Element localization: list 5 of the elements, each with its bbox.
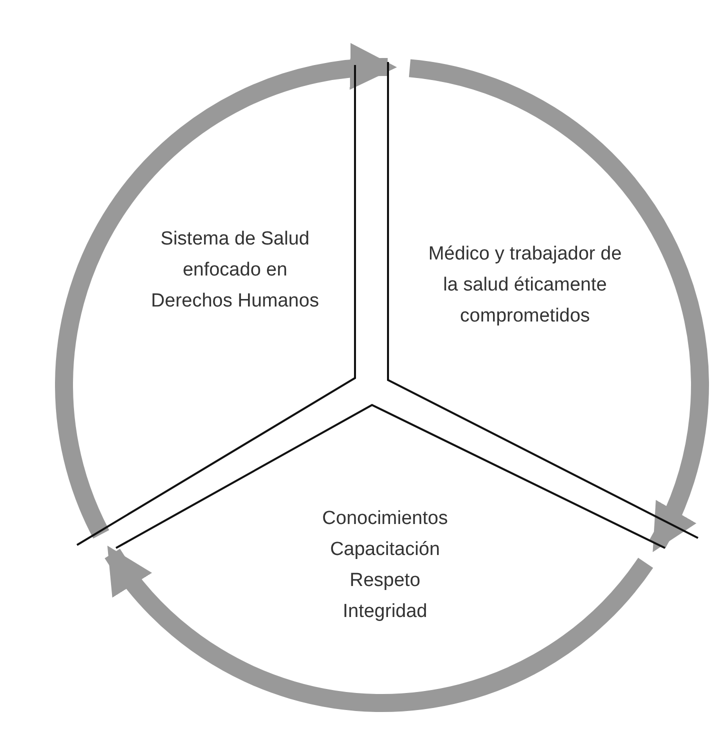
sector-label: Sistema de Salud enfocado en Derechos Humanos [150,228,320,314]
sector-label: Médico y trabajador de la salud éticamente comprometidos [428,242,622,328]
curved-arrow [55,45,397,538]
sector-label: Conocimientos Capacitación Respeto Integridad [321,507,449,624]
curved-arrow [105,546,653,712]
